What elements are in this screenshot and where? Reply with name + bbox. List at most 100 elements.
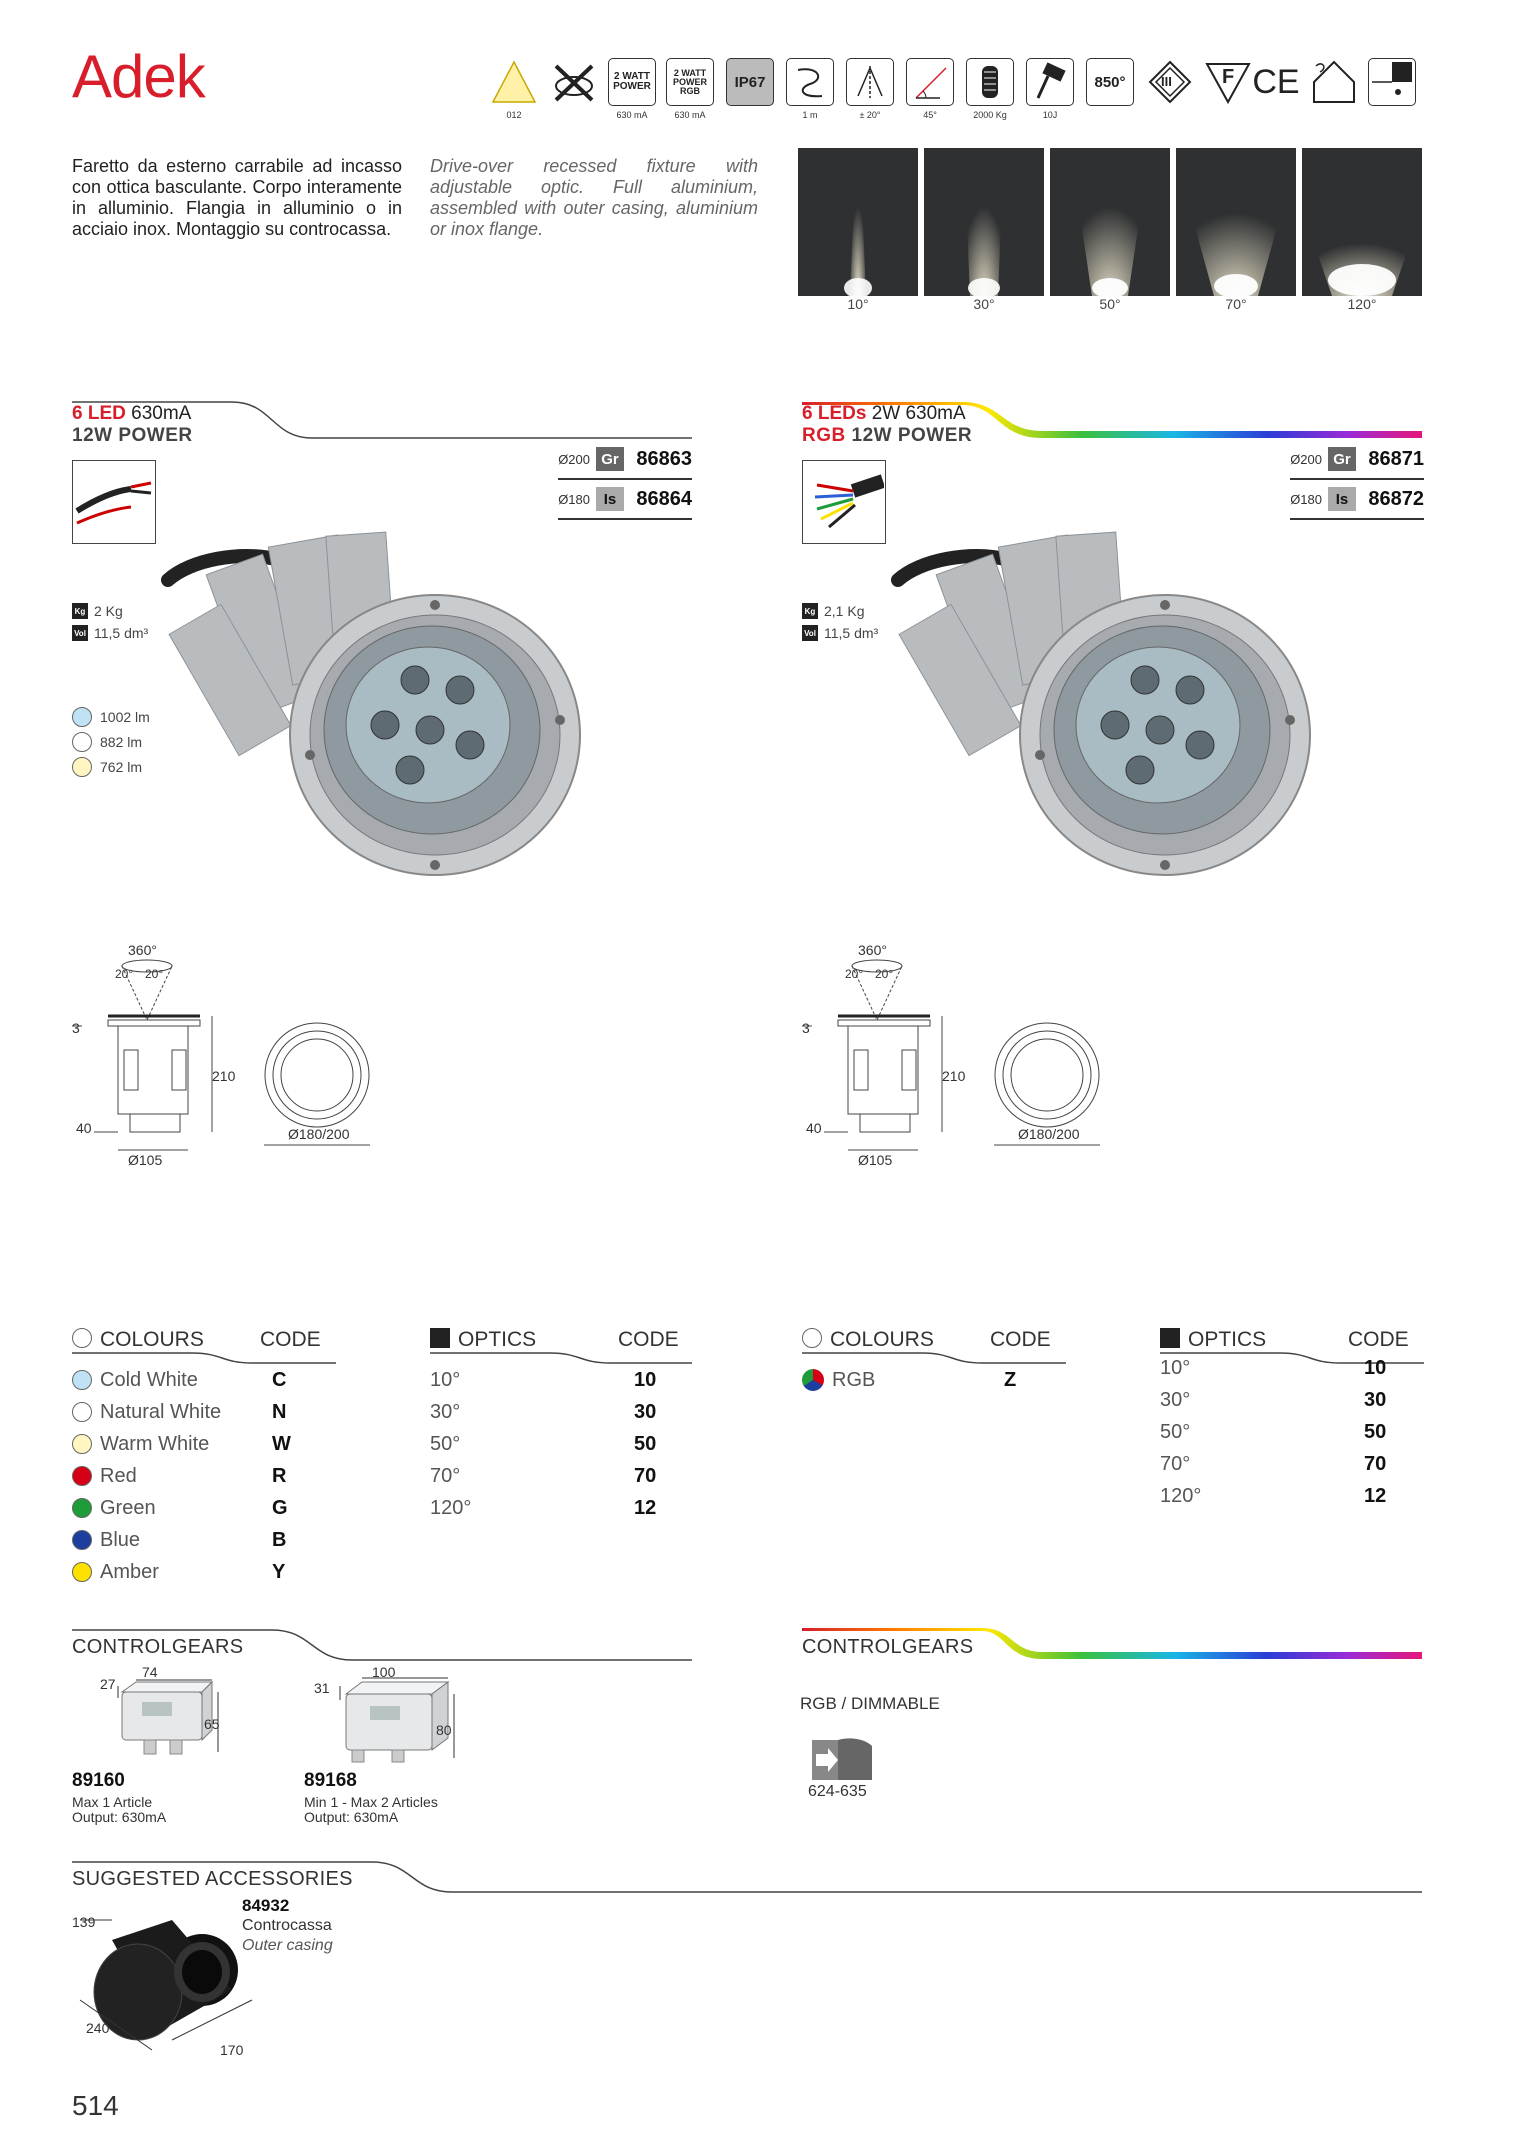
optics-header: OPTICS: [458, 1328, 537, 1351]
led-count: 6 LEDs: [802, 403, 867, 424]
table-divider: [1160, 1352, 1424, 1364]
dim-tilt-2: 20°: [145, 967, 164, 981]
product-code: 86864: [636, 487, 692, 510]
f-label: F: [1222, 66, 1235, 88]
controlgear-image-1: [117, 1679, 219, 1755]
code-header: CODE: [260, 1328, 321, 1351]
colour-code: C: [272, 1368, 287, 1391]
optic-code: 50: [1364, 1420, 1387, 1443]
diameter: Ø200: [558, 451, 590, 467]
volume-value: 11,5 dm³: [94, 625, 149, 641]
colour-code: Z: [1004, 1368, 1017, 1391]
code-row: Ø200 Gr 86863: [558, 440, 692, 480]
table-row: 120°12: [1160, 1480, 1424, 1512]
optic-code: 12: [1364, 1484, 1387, 1507]
cable-length-icon: [786, 58, 834, 106]
colours-header: COLOURS: [100, 1328, 204, 1351]
lumen-row: 762 lm: [72, 754, 192, 779]
header-divider-left: [72, 401, 692, 439]
colour-dot: [72, 1498, 92, 1518]
icon-caption: 630 mA: [616, 110, 648, 120]
optic-code: 50: [634, 1432, 657, 1455]
code-header: CODE: [1348, 1328, 1409, 1351]
table-row: 70°70: [430, 1460, 692, 1492]
dim-body-diameter: Ø105: [858, 1152, 893, 1168]
controlgear-code: 89168: [304, 1770, 357, 1791]
colour-dot: [72, 1434, 92, 1454]
optics-icon: [1160, 1328, 1180, 1348]
colour-dot: [72, 1530, 92, 1550]
colour-dot: [72, 1466, 92, 1486]
optic-code: 30: [1364, 1388, 1387, 1411]
table-row: 30°30: [1160, 1384, 1424, 1416]
colour-code: R: [272, 1464, 287, 1487]
icon-caption: 1 m: [802, 110, 818, 120]
controlgear-image-2: [339, 1677, 455, 1763]
colours-header: COLOURS: [830, 1328, 934, 1351]
class-label: III: [1161, 74, 1172, 89]
icon-caption: 012: [506, 110, 522, 120]
controlgear-output: Output: 630mA: [304, 1809, 399, 1825]
table-row: 10°10: [1160, 1352, 1424, 1384]
product-header-right: 6 LEDs 2W 630mA RGB 12W POWER: [802, 403, 1422, 446]
accessory-code: 84932: [242, 1896, 290, 1915]
product-header-left: 6 LED 630mA 12W POWER: [72, 403, 692, 446]
beam-photo-50: [1050, 148, 1170, 296]
f-mark-icon: F: [1204, 58, 1252, 106]
code-row: Ø180 Is 86872: [1290, 480, 1424, 520]
diameter: Ø200: [1290, 451, 1322, 467]
accessory-name-it: Controcassa: [242, 1917, 332, 1934]
code-header: CODE: [990, 1328, 1051, 1351]
table-row: 10°10: [430, 1364, 692, 1396]
class-iii-icon: III: [1146, 58, 1194, 106]
gear-width: 74: [142, 1664, 158, 1680]
colour-name: RGB: [832, 1368, 876, 1391]
table-header: COLOURS CODE: [72, 1316, 336, 1352]
indoor-outdoor-icon: [1310, 58, 1358, 106]
gear-depth: 27: [100, 1676, 116, 1692]
code-header: CODE: [618, 1328, 679, 1351]
rgb-dot: [802, 1369, 824, 1391]
gear-width: 100: [372, 1664, 396, 1680]
controlgears-title-left: CONTROLGEARS: [72, 1636, 244, 1658]
lumen-value: 762 lm: [100, 758, 143, 775]
dim-height: 210: [212, 1068, 236, 1084]
page-reference-icon[interactable]: [808, 1736, 878, 1792]
ip67-icon: IP67: [726, 58, 774, 106]
table-row: 50°50: [1160, 1416, 1424, 1448]
rgb-dimmable-label: RGB / DIMMABLE: [800, 1694, 940, 1713]
power-label: 2 WATT POWER: [613, 71, 651, 92]
optics-header: OPTICS: [1188, 1328, 1267, 1351]
controlgear-output: Output: 630mA: [72, 1809, 167, 1825]
optic-code: 30: [634, 1400, 657, 1423]
product-code: 86871: [1368, 447, 1424, 470]
table-row: 120°12: [430, 1492, 692, 1524]
glare-angle-icon: [906, 58, 954, 106]
dim-bottom: 40: [76, 1120, 92, 1136]
dim-tilt: 20°: [845, 967, 864, 981]
beam-label: 10°: [847, 296, 869, 312]
icon-caption: 45°: [923, 110, 937, 120]
dim-tilt-2: 20°: [875, 967, 894, 981]
lumens-list: 1002 lm 882 lm 762 lm: [72, 704, 192, 779]
optic-code: 70: [634, 1464, 657, 1487]
impact-resistance-icon: [1026, 58, 1074, 106]
ground-recessed-icon: [1368, 58, 1416, 106]
colour-dot: [72, 1402, 92, 1422]
fixture-image-right: [891, 531, 1311, 876]
header-divider-right: [802, 402, 1422, 438]
lumen-row: 882 lm: [72, 729, 192, 754]
outer-casing-image: [79, 1919, 253, 2051]
dim-flange: 3: [72, 1020, 80, 1036]
table-header: OPTICS CODE: [1160, 1316, 1424, 1352]
power-rating: 12W POWER: [845, 425, 973, 446]
page-reference-link[interactable]: 624-635: [808, 1783, 867, 1800]
power-2watt-icon: 2 WATT POWER: [608, 58, 656, 106]
table-divider: [430, 1352, 692, 1364]
